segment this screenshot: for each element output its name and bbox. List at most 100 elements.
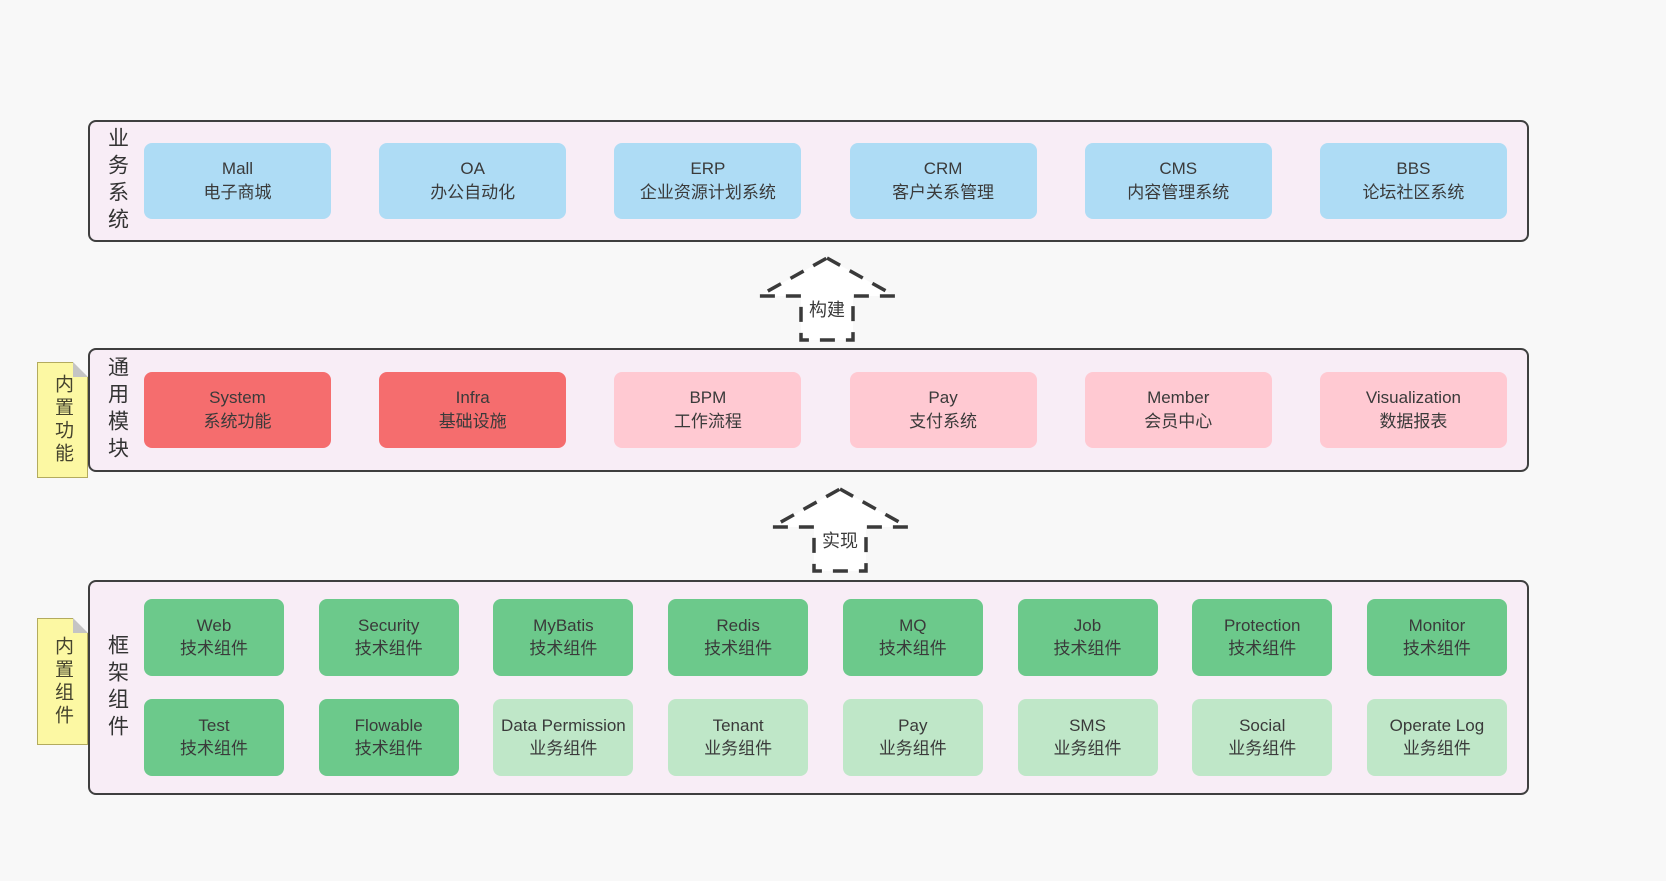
box-subtitle: 论坛社区系统 [1362, 183, 1465, 202]
box-subtitle: 技术组件 [180, 638, 248, 658]
layer-common-modules: 通用模块 System 系统功能 Infra 基础设施 BPM 工作流程 Pay… [88, 348, 1529, 472]
box-title: Security [357, 616, 420, 636]
box-title: Monitor [1408, 616, 1466, 636]
box-infra: Infra 基础设施 [379, 372, 567, 448]
box-subtitle: 工作流程 [673, 412, 742, 431]
box-title: Social [1239, 716, 1286, 736]
implement-arrow-icon: 实现 [768, 486, 912, 574]
box-subtitle: 业务组件 [1402, 738, 1471, 758]
box-subtitle: 企业资源计划系统 [639, 183, 776, 202]
box-social: Social 业务组件 [1192, 699, 1333, 776]
box-sms: SMS 业务组件 [1017, 699, 1158, 776]
box-subtitle: 技术组件 [354, 738, 423, 758]
layer-label-text: 业务系统 [105, 127, 129, 235]
business-boxes: Mall 电子商城 OA 办公自动化 ERP 企业资源计划系统 CRM 客户关系… [144, 122, 1527, 240]
box-title: Redis [716, 616, 760, 636]
box-subtitle: 内容管理系统 [1127, 183, 1230, 202]
box-subtitle: 业务组件 [529, 738, 598, 758]
sticky-note-built-in-functions: 内置功能 [37, 362, 88, 478]
layer-label-text: 通用模块 [105, 356, 129, 464]
box-title: MQ [899, 616, 927, 636]
box-data-permission: Data Permission 业务组件 [493, 699, 634, 776]
folded-corner-icon [73, 362, 88, 377]
box-subtitle: 系统功能 [203, 412, 272, 431]
box-security: Security 技术组件 [318, 599, 459, 676]
box-subtitle: 业务组件 [1053, 738, 1122, 758]
box-title: Member [1147, 388, 1210, 408]
box-title: Tenant [712, 716, 764, 736]
box-title: OA [460, 159, 485, 179]
box-flowable: Flowable 技术组件 [318, 699, 459, 776]
box-title: SMS [1069, 716, 1106, 736]
layer-framework-components: 框架组件 Web 技术组件 Security 技术组件 MyBatis 技术组件… [88, 580, 1529, 795]
box-monitor: Monitor 技术组件 [1366, 599, 1507, 676]
box-title: CMS [1159, 159, 1198, 179]
box-title: Mall [221, 159, 254, 179]
box-title: Infra [455, 388, 490, 408]
box-title: Pay [928, 388, 958, 408]
box-subtitle: 技术组件 [529, 638, 598, 658]
box-subtitle: 基础设施 [438, 412, 507, 431]
module-boxes: System 系统功能 Infra 基础设施 BPM 工作流程 Pay 支付系统… [144, 350, 1527, 470]
box-test: Test 技术组件 [144, 699, 284, 776]
framework-row-1: Web 技术组件 Security 技术组件 MyBatis 技术组件 Redi… [144, 599, 1507, 676]
layer-label-framework: 框架组件 [90, 634, 144, 742]
folded-corner-icon [73, 618, 88, 633]
box-operate-log: Operate Log 业务组件 [1366, 699, 1507, 776]
box-title: Web [196, 616, 232, 636]
box-title: ERP [690, 159, 726, 179]
build-arrow-icon: 构建 [755, 255, 899, 343]
box-title: Flowable [354, 716, 423, 736]
box-pay-component: Pay 业务组件 [842, 699, 983, 776]
box-system: System 系统功能 [144, 372, 331, 448]
box-mall: Mall 电子商城 [144, 143, 331, 219]
layer-label-business: 业务系统 [90, 127, 144, 235]
box-title: BPM [689, 388, 727, 408]
box-subtitle: 技术组件 [180, 738, 248, 758]
box-subtitle: 技术组件 [354, 638, 423, 658]
box-visualization: Visualization 数据报表 [1319, 372, 1507, 448]
box-title: MyBatis [533, 616, 594, 636]
layer-label-modules: 通用模块 [90, 356, 144, 464]
box-title: Pay [898, 716, 928, 736]
box-title: Test [198, 716, 230, 736]
box-subtitle: 技术组件 [1402, 638, 1471, 658]
box-oa: OA 办公自动化 [379, 143, 567, 219]
note-text: 内置功能 [52, 374, 73, 466]
box-job: Job 技术组件 [1017, 599, 1158, 676]
box-subtitle: 业务组件 [878, 738, 947, 758]
box-bbs: BBS 论坛社区系统 [1319, 143, 1507, 219]
build-arrow-label: 构建 [809, 300, 845, 320]
box-subtitle: 业务组件 [1228, 738, 1297, 758]
box-subtitle: 会员中心 [1144, 412, 1213, 431]
box-subtitle: 技术组件 [878, 638, 947, 658]
sticky-note-built-in-components: 内置组件 [37, 618, 88, 745]
box-protection: Protection 技术组件 [1192, 599, 1333, 676]
box-erp: ERP 企业资源计划系统 [614, 143, 802, 219]
box-mybatis: MyBatis 技术组件 [493, 599, 634, 676]
box-subtitle: 支付系统 [909, 412, 978, 431]
box-title: Visualization [1365, 388, 1461, 408]
box-member: Member 会员中心 [1084, 372, 1272, 448]
box-title: Operate Log [1389, 716, 1485, 736]
box-cms: CMS 内容管理系统 [1084, 143, 1272, 219]
box-title: CRM [923, 159, 963, 179]
note-text: 内置组件 [52, 635, 73, 728]
implement-arrow-label: 实现 [822, 531, 858, 551]
box-subtitle: 办公自动化 [430, 183, 516, 202]
box-crm: CRM 客户关系管理 [849, 143, 1037, 219]
layer-business-systems: 业务系统 Mall 电子商城 OA 办公自动化 ERP 企业资源计划系统 CRM… [88, 120, 1529, 242]
box-redis: Redis 技术组件 [668, 599, 809, 676]
box-title: Data Permission [501, 716, 626, 736]
box-pay-module: Pay 支付系统 [849, 372, 1037, 448]
box-title: BBS [1396, 159, 1431, 179]
framework-row-2: Test 技术组件 Flowable 技术组件 Data Permission … [144, 699, 1507, 776]
box-title: Job [1073, 616, 1102, 636]
box-title: System [209, 388, 266, 408]
box-tenant: Tenant 业务组件 [668, 699, 809, 776]
box-bpm: BPM 工作流程 [614, 372, 802, 448]
framework-boxes: Web 技术组件 Security 技术组件 MyBatis 技术组件 Redi… [144, 582, 1527, 793]
box-subtitle: 技术组件 [1228, 638, 1297, 658]
box-subtitle: 业务组件 [704, 738, 773, 758]
box-subtitle: 电子商城 [203, 183, 272, 202]
